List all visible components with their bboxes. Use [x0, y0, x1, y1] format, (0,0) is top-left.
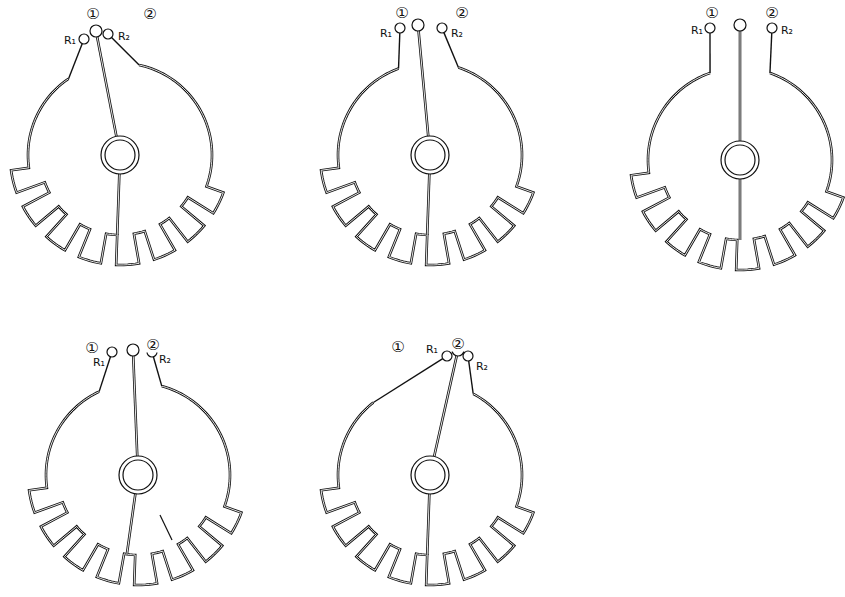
rotary-element — [11, 25, 223, 265]
lower-spoke-inner — [740, 179, 741, 240]
toothed-body-inner — [321, 394, 533, 585]
wiper-arm — [739, 31, 742, 141]
hub-ring — [119, 456, 157, 494]
lead-wire — [709, 33, 710, 73]
hub-bore — [725, 145, 755, 175]
hub-bore — [123, 460, 153, 490]
terminal — [442, 351, 452, 361]
hub-ring — [101, 136, 139, 174]
toothed-body — [631, 73, 843, 270]
terminal — [103, 29, 113, 39]
position-number: ② — [764, 6, 779, 21]
toothed-body — [11, 65, 223, 265]
wiper-arm — [97, 37, 116, 136]
lower-spoke-inner — [427, 174, 429, 235]
lower-spoke — [427, 494, 429, 555]
hub-bore — [105, 140, 135, 170]
position-number: ① — [84, 341, 99, 356]
wiper-arm-inner — [419, 31, 429, 136]
toothed-body-inner — [321, 68, 533, 265]
terminal — [395, 23, 405, 33]
resistor-label: R₁ — [63, 35, 77, 46]
lead-wire — [469, 361, 474, 394]
hub-ring — [721, 141, 759, 179]
lead-wire — [69, 44, 83, 79]
lower-spoke-inner — [127, 494, 135, 554]
terminal — [734, 19, 746, 31]
terminal — [90, 25, 102, 37]
lead-wire — [399, 33, 400, 69]
terminal — [767, 23, 777, 33]
lead-wire — [112, 38, 140, 65]
wiper-arm-inner — [97, 37, 116, 136]
position-number: ① — [394, 6, 409, 21]
toothed-body — [321, 68, 533, 265]
wiper-arm — [419, 31, 429, 136]
position-number: ① — [704, 6, 719, 21]
position-number: ② — [142, 7, 157, 22]
rotary-element — [631, 19, 843, 270]
lower-spoke — [427, 174, 429, 235]
position-number: ② — [454, 6, 469, 21]
rotary-element — [321, 344, 533, 585]
lower-spoke — [739, 179, 742, 240]
stray-line — [160, 515, 172, 540]
hub-ring — [411, 136, 449, 174]
terminal — [463, 351, 473, 361]
terminal — [705, 23, 715, 33]
resistor-label: R₂ — [117, 31, 131, 42]
position-number: ① — [85, 7, 100, 22]
wiper-arm — [133, 356, 137, 456]
wiper-arm-inner — [740, 31, 741, 141]
position-number: ② — [450, 337, 465, 352]
resistor-label: R₁ — [92, 357, 106, 368]
terminal — [79, 34, 89, 44]
hub-ring — [411, 456, 449, 494]
terminal — [107, 347, 117, 357]
lower-spoke — [127, 494, 135, 554]
toothed-body — [321, 394, 533, 585]
toothed-body-inner — [631, 73, 843, 270]
resistor-label: R₂ — [780, 25, 794, 36]
lead-wire — [373, 359, 442, 403]
wiper-arm-inner — [434, 356, 457, 457]
toothed-body-inner — [11, 65, 223, 265]
lower-spoke-inner — [427, 494, 429, 555]
wiper-arm — [434, 356, 457, 457]
position-number: ① — [390, 340, 405, 355]
resistor-label: R₁ — [379, 28, 393, 39]
lead-wire — [770, 33, 772, 73]
hub-bore — [415, 140, 445, 170]
resistor-label: R₂ — [450, 28, 464, 39]
rotary-element — [321, 19, 533, 265]
terminal — [437, 23, 447, 33]
lower-spoke-inner — [117, 174, 119, 235]
rotary-element — [29, 344, 241, 585]
terminal — [127, 344, 139, 356]
resistor-label: R₂ — [158, 354, 172, 365]
terminal — [412, 19, 424, 31]
hub-bore — [415, 460, 445, 490]
position-number: ② — [145, 338, 160, 353]
wiper-arm-inner — [133, 356, 137, 456]
resistor-label: R₁ — [690, 25, 704, 36]
resistor-label: R₁ — [425, 344, 439, 355]
resistor-label: R₂ — [475, 361, 489, 372]
lower-spoke — [117, 174, 119, 235]
